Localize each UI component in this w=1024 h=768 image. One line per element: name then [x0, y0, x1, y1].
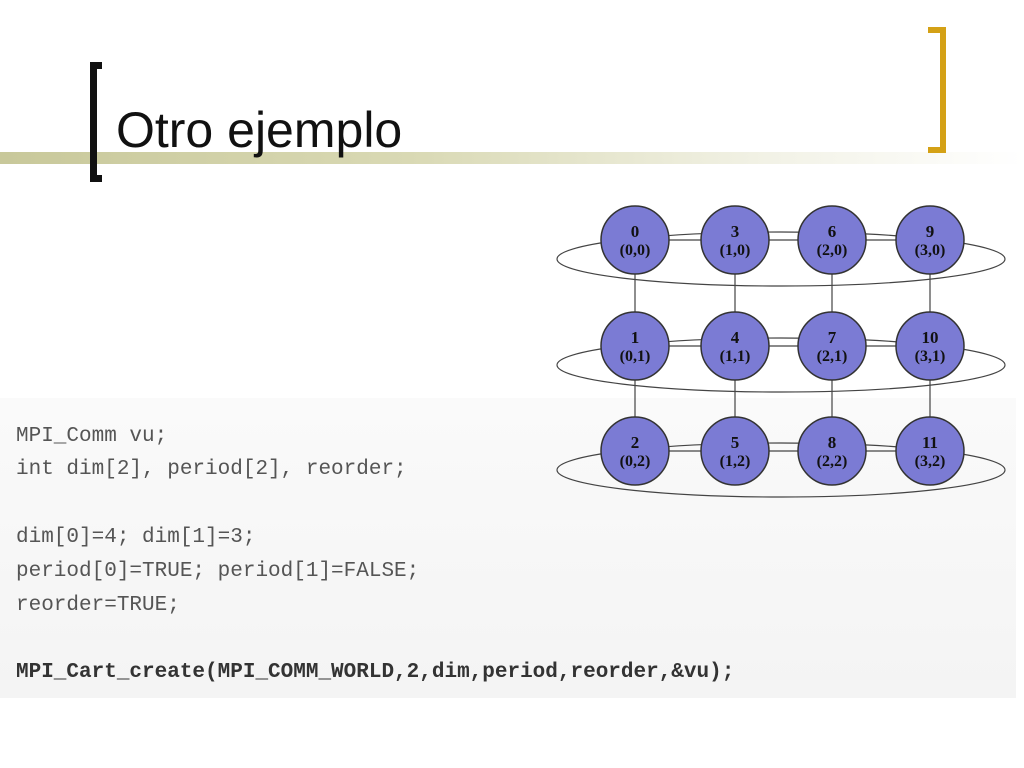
code-line-4: dim[0]=4; dim[1]=3;	[16, 526, 256, 549]
process-coord-label: (3,0)	[915, 242, 946, 259]
process-node-circle	[895, 311, 965, 381]
process-node-circle	[797, 205, 867, 275]
process-node-circle	[797, 311, 867, 381]
process-rank-label: 4	[731, 328, 740, 347]
process-node-circle	[600, 205, 670, 275]
process-node-circle	[600, 311, 670, 381]
process-rank-label: 6	[828, 222, 837, 241]
process-node: 1(0,1)	[600, 311, 670, 381]
process-node: 6(2,0)	[797, 205, 867, 275]
process-node: 3(1,0)	[700, 205, 770, 275]
process-node: 0(0,0)	[600, 205, 670, 275]
code-line-2: int dim[2], period[2], reorder;	[16, 458, 407, 481]
process-coord-label: (0,1)	[620, 348, 651, 365]
code-line-8: MPI_Cart_create(MPI_COMM_WORLD,2,dim,per…	[16, 661, 735, 684]
row-ring-1	[556, 337, 1006, 393]
process-node-circle	[895, 205, 965, 275]
right-bracket-decoration	[928, 27, 946, 153]
title-underline-bar	[0, 152, 1024, 164]
process-coord-label: (3,1)	[915, 348, 946, 365]
process-node-circle	[700, 205, 770, 275]
code-line-6: reorder=TRUE;	[16, 594, 180, 617]
process-coord-label: (1,1)	[720, 348, 751, 365]
slide-title: Otro ejemplo	[116, 102, 403, 158]
process-rank-label: 7	[828, 328, 837, 347]
process-coord-label: (1,0)	[720, 242, 751, 259]
code-line-1: MPI_Comm vu;	[16, 425, 168, 448]
process-rank-label: 10	[922, 328, 939, 347]
row-ring-0	[556, 231, 1006, 287]
process-node: 7(2,1)	[797, 311, 867, 381]
process-coord-label: (0,0)	[620, 242, 651, 259]
process-coord-label: (2,1)	[817, 348, 848, 365]
process-rank-label: 1	[631, 328, 640, 347]
process-coord-label: (2,0)	[817, 242, 848, 259]
process-node: 9(3,0)	[895, 205, 965, 275]
code-line-5: period[0]=TRUE; period[1]=FALSE;	[16, 560, 420, 583]
process-rank-label: 9	[926, 222, 935, 241]
left-bracket-decoration	[90, 62, 102, 182]
process-node: 10(3,1)	[895, 311, 965, 381]
process-node-circle	[700, 311, 770, 381]
process-rank-label: 0	[631, 222, 640, 241]
process-rank-label: 3	[731, 222, 740, 241]
process-node: 4(1,1)	[700, 311, 770, 381]
